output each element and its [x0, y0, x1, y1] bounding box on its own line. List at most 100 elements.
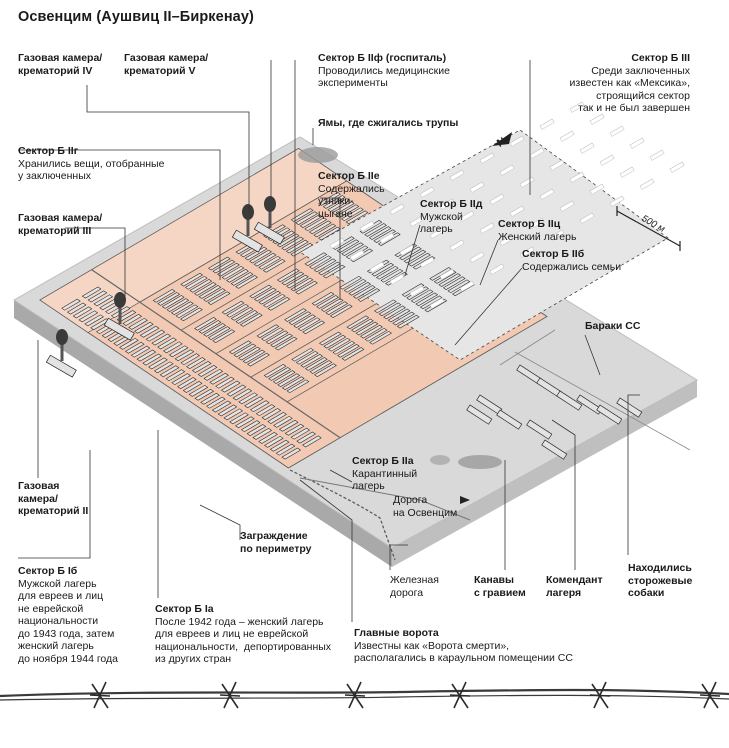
- barrack: [203, 323, 227, 337]
- barrack: [320, 298, 344, 312]
- unfinished-barrack: [349, 249, 365, 261]
- barrack: [278, 419, 299, 432]
- unfinished-barrack: [579, 212, 595, 224]
- barrack: [81, 286, 102, 299]
- barrack: [157, 337, 177, 350]
- barrack: [380, 268, 404, 283]
- unfinished-barrack: [549, 229, 565, 241]
- unfinished-barrack: [369, 261, 385, 273]
- label-b2b-desc: Содержались семьи: [522, 260, 622, 273]
- barrack: [194, 388, 215, 401]
- barrack: [415, 292, 439, 307]
- barrack: [119, 337, 139, 350]
- unfinished-barrack: [359, 220, 375, 232]
- barrack: [197, 365, 218, 377]
- unfinished-barrack: [449, 239, 465, 251]
- label-ss: Бараки СС: [585, 320, 640, 333]
- barrack: [182, 381, 203, 393]
- barrack: [217, 262, 240, 277]
- barrack: [238, 346, 261, 361]
- ss-road: [514, 351, 691, 451]
- unfinished-barrack: [469, 251, 485, 263]
- railway: [289, 469, 396, 561]
- label-b2d-desc: Мужской лагерь: [420, 210, 463, 236]
- unfinished-barrack: [489, 263, 505, 275]
- label-b3-title: Сектор Б III: [631, 52, 690, 64]
- ground-slab-side-right: [392, 380, 697, 567]
- barrack: [284, 308, 307, 322]
- barrack: [161, 295, 185, 309]
- barrack: [281, 376, 305, 390]
- unfinished-barrack: [569, 171, 585, 183]
- barrack: [220, 380, 241, 393]
- barrack: [171, 373, 191, 386]
- barrack: [308, 220, 332, 235]
- label-b3-desc: Среди заключенных известен как «Мексика»…: [569, 64, 690, 115]
- crematorium-building: [45, 354, 77, 378]
- label-b1a-title: Сектор Б Iа: [155, 603, 214, 615]
- barrack: [290, 277, 314, 292]
- unfinished-barrack: [409, 215, 425, 227]
- barrack: [267, 297, 291, 311]
- barrack: [304, 217, 328, 232]
- barrack: [309, 360, 333, 374]
- barbed-wire-knots: [89, 681, 721, 709]
- barrack: [284, 423, 305, 436]
- unfinished-barrack: [589, 113, 605, 125]
- gravel-pit: [458, 455, 502, 469]
- label-ss-title: Бараки СС: [585, 320, 641, 332]
- barrack: [272, 370, 296, 384]
- ss-barrack: [541, 439, 568, 460]
- barrack: [343, 278, 367, 293]
- label-road-desc: Дорога на Освенцим: [393, 494, 458, 519]
- barrack: [371, 262, 395, 277]
- barrack: [270, 333, 293, 348]
- unfinished-barrack: [419, 186, 435, 198]
- unfinished-barrack: [589, 183, 605, 195]
- unfinished-barrack: [559, 200, 575, 212]
- road-to-oswiecim: [299, 477, 471, 521]
- barrack: [274, 336, 298, 351]
- barrack: [238, 392, 258, 405]
- unfinished-barrack: [429, 297, 445, 309]
- unfinished-barrack: [439, 198, 455, 210]
- barrack: [290, 427, 311, 440]
- barrack: [297, 317, 321, 332]
- label-b2b-title: Сектор Б IIб: [522, 248, 585, 260]
- barrack: [134, 321, 154, 334]
- barrack: [318, 331, 342, 346]
- unfinished-barrack: [549, 159, 565, 171]
- barrack: [262, 259, 286, 273]
- barrack: [239, 313, 263, 327]
- unfinished-barrack: [379, 232, 395, 244]
- barrack: [351, 318, 374, 333]
- barrack: [221, 300, 245, 315]
- barrack: [211, 400, 232, 413]
- barrack: [299, 214, 323, 228]
- barrack: [207, 256, 231, 271]
- label-dogs-title: Находились сторожевые собаки: [628, 562, 693, 599]
- label-b2f: Сектор Б IIф (госпиталь)Проводились меди…: [318, 52, 450, 90]
- unfinished-barrack: [529, 147, 545, 159]
- gravel-pit-2: [430, 455, 450, 465]
- barrack: [215, 376, 235, 389]
- barrack: [276, 268, 300, 283]
- barrack: [392, 311, 415, 326]
- ss-barrack: [466, 404, 493, 425]
- barrack: [180, 307, 203, 322]
- barrack: [364, 223, 387, 237]
- barrack: [286, 274, 309, 289]
- unfinished-barrack: [529, 217, 545, 229]
- ss-barrack: [526, 419, 553, 440]
- barrack: [184, 275, 208, 290]
- barrack: [207, 291, 231, 305]
- ss-barrack: [596, 404, 623, 425]
- barrack: [142, 353, 162, 366]
- barrack: [226, 303, 250, 318]
- barrack: [258, 290, 282, 305]
